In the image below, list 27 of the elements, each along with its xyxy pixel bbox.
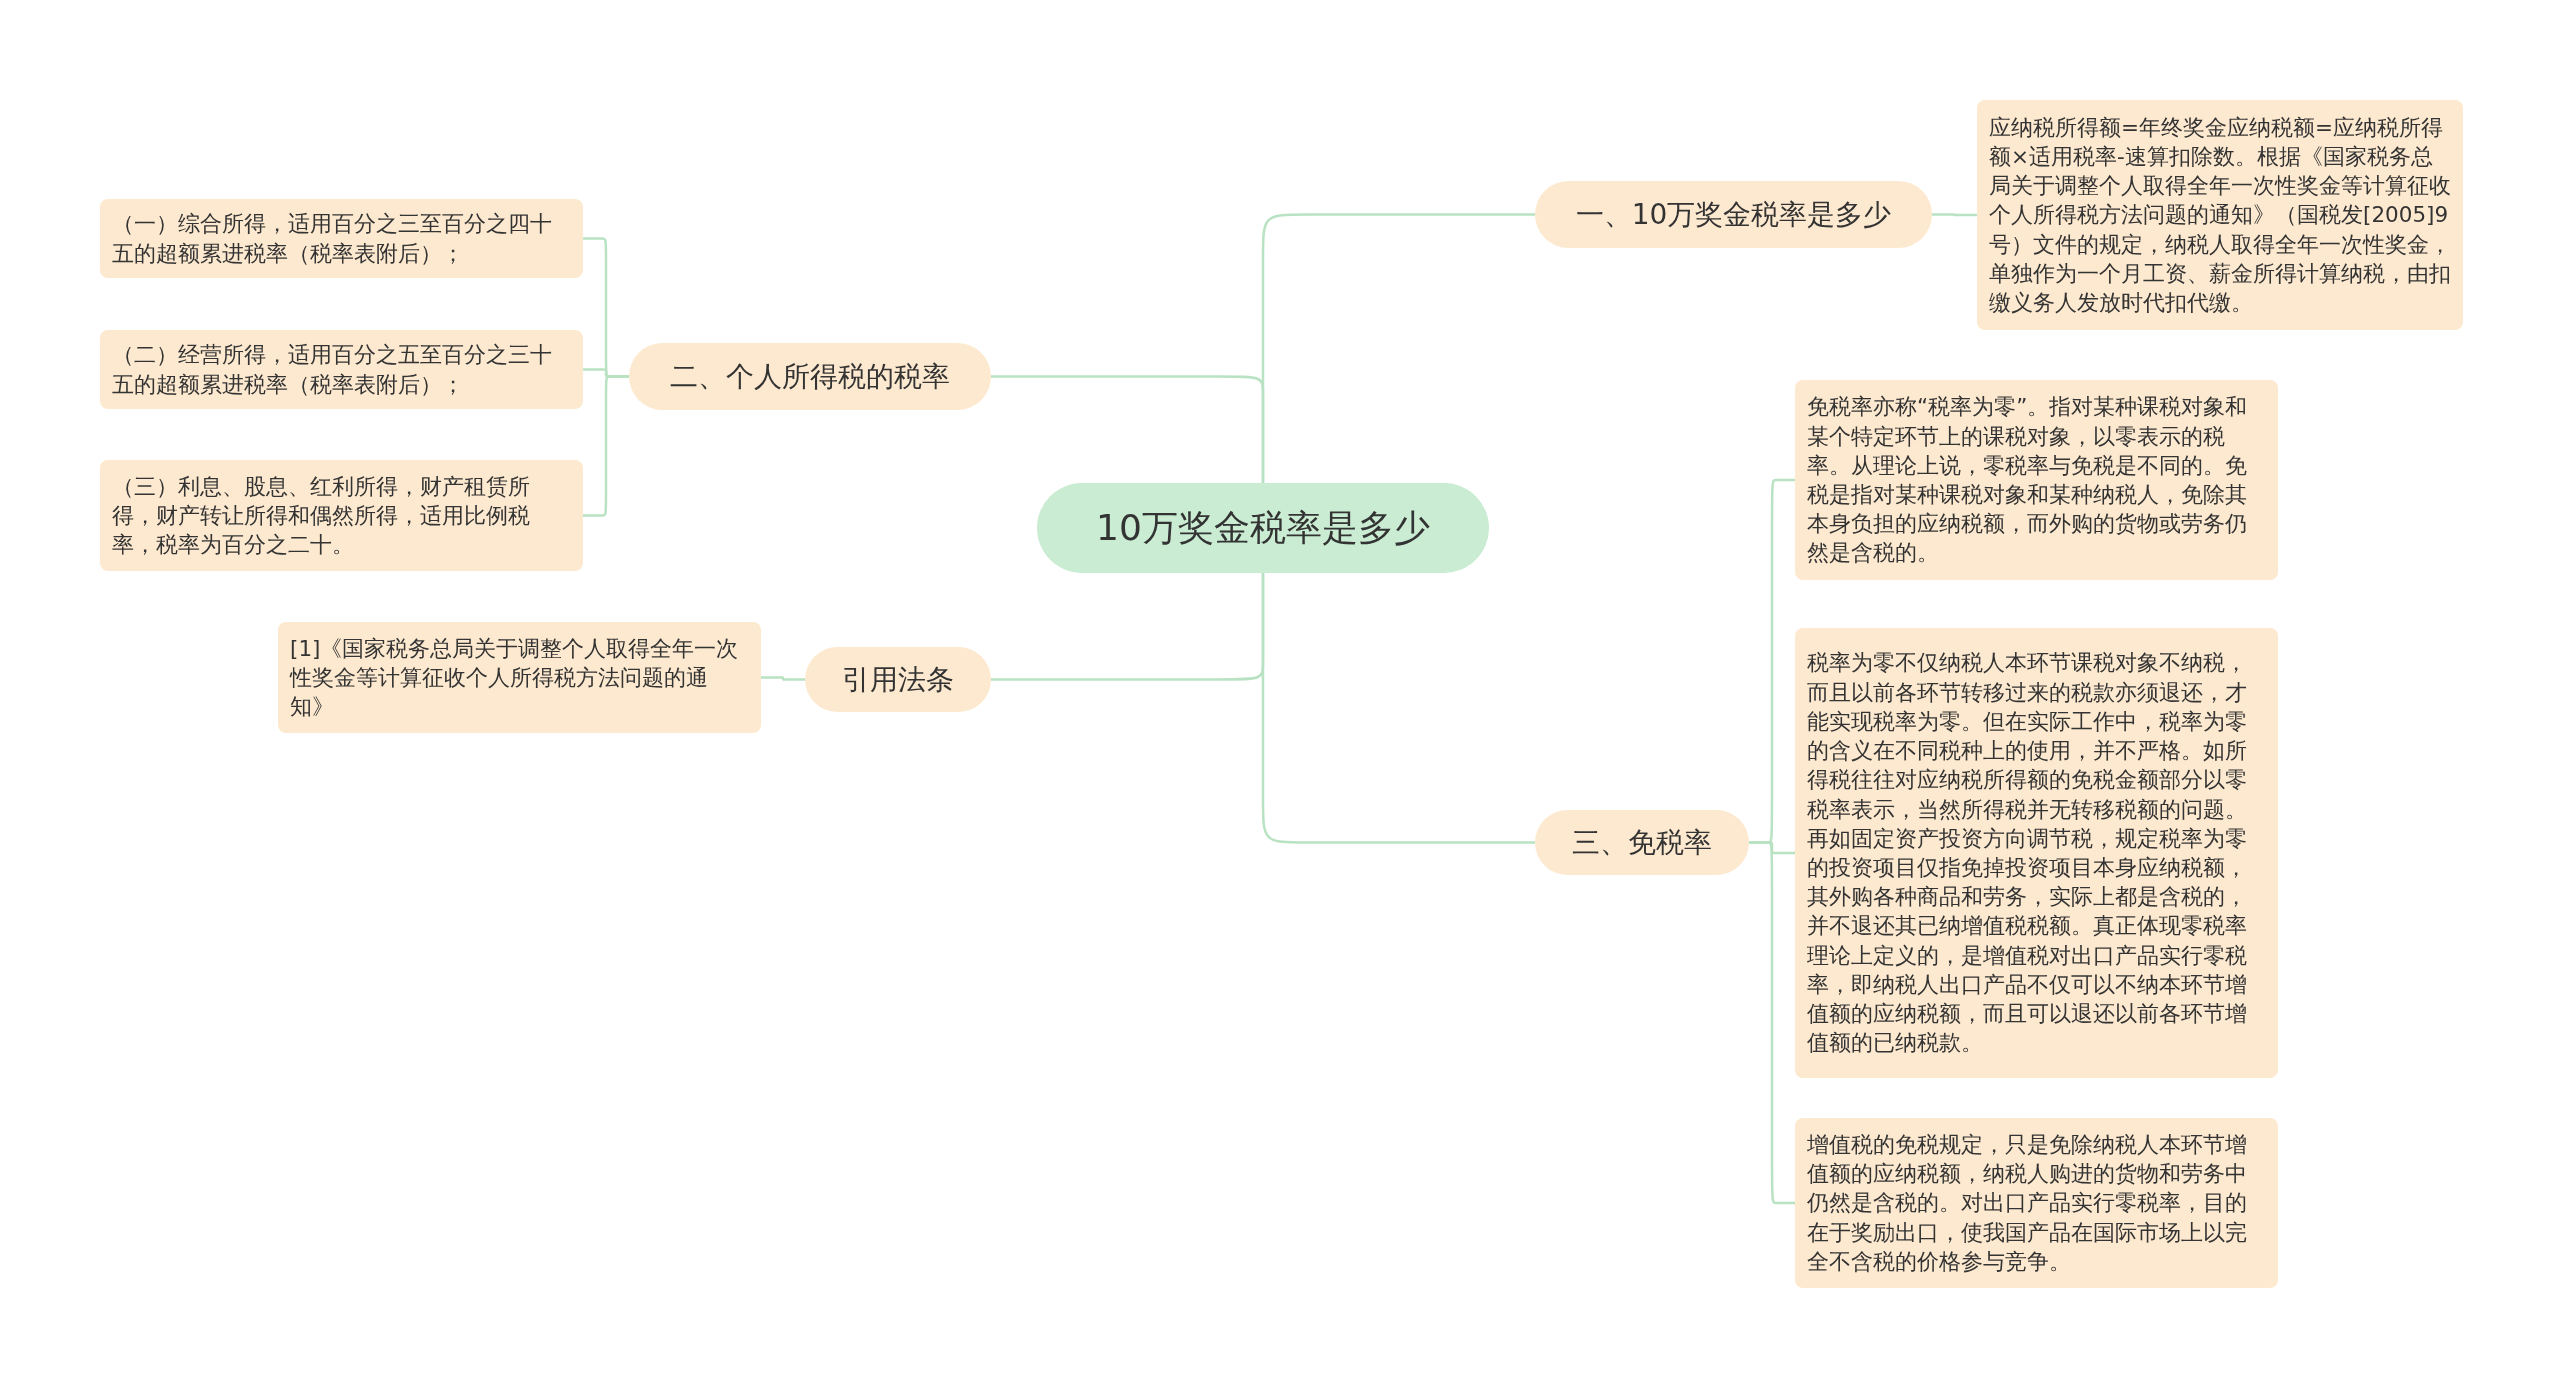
detail-text: 增值税的免税规定，只是免除纳税人本环节增值额的应纳税额，纳税人购进的货物和劳务中仍然是含税的。对出口产品实行零税率，目的在于奖励出口，使我国产品在国际市场上以完全不含税的价格参与竞争。 — [1807, 1130, 2248, 1276]
detail-card — [278, 622, 761, 733]
connector-line — [1932, 213, 1977, 217]
detail-text: 免税率亦称“税率为零”。指对某种课税对象和某个特定环节上的课税对象，以零表示的税率。从理论上说，零税率与免税是不同的。免税是指对某种课税对象和某种纳税人，免除其本身负担的应纳税额，而外购的货物或劳务仍然是含税的。 — [1807, 393, 2249, 568]
topic-text: 一、10万奖金税率是多少 — [1575, 196, 1892, 233]
detail-card — [1795, 1118, 2278, 1288]
detail-text: 应纳税所得额=年终奖金应纳税额=应纳税所得额×适用税率-速算扣除数。根据《国家税务总局关于调整个人取得全年一次性奖金等计算征收个人所得税方法问题的通知》（国税发[2005]9号）文件的规定，纳税人取得全年一次性奖金，单独作为一个月工资、薪金所得计算纳税，由扣缴义务人发放时代扣代缴。 — [1989, 113, 2451, 318]
detail-text: （一）综合所得，适用百分之三至百分之四十五的超额累进税率（税率表附后）； — [112, 210, 553, 268]
detail-card — [1977, 100, 2463, 330]
connector-line — [583, 375, 629, 517]
topic-text: 引用法条 — [842, 661, 954, 698]
detail-text: [1]《国家税务总局关于调整个人取得全年一次性奖金等计算征收个人所得税方法问题的通知》 — [290, 634, 740, 722]
detail-card — [100, 460, 583, 571]
detail-card — [1795, 628, 2278, 1078]
detail-text: （二）经营所得，适用百分之五至百分之三十五的超额累进税率（税率表附后）； — [112, 341, 553, 399]
detail-card — [100, 199, 583, 278]
topic-text: 三、免税率 — [1572, 824, 1712, 861]
detail-card — [100, 330, 583, 409]
connector-line — [761, 676, 805, 681]
detail-text: （三）利息、股息、红利所得，财产租赁所得，财产转让所得和偶然所得，适用比例税率，税率为百分之二十。 — [112, 472, 531, 560]
connector-line — [991, 375, 1265, 483]
connector-line — [1261, 573, 1535, 844]
detail-text: 税率为零不仅纳税人本环节课税对象不纳税，而且以前各环节转移过来的税款亦须退还，才能实现税率为零。但在实际工作中，税率为零的含义在不同税种上的使用，并不严格。如所得税往往对应纳税所得额的免税金额部分以零税率表示，当然所得税并无转移税额的问题。再如固定资产投资方向调节税，规定税率为零的投资项目仅指免掉投资项目本身应纳税额，其外购各种商品和劳务，实际上都是含税的，并不退还其已纳增值税税额。真正体现零税率理论上定义的，是增值税对出口产品实行零税率，即纳税人出口产品不仅可以不纳本环节增值额的应纳税额，而且可以退还以前各环节增值额的已纳税款。 — [1807, 649, 2248, 1058]
detail-card — [1795, 380, 2278, 580]
connector-line — [1749, 841, 1795, 1205]
topic-text: 10万奖金税率是多少 — [1096, 505, 1430, 550]
topic-text: 二、个人所得税的税率 — [670, 358, 950, 395]
